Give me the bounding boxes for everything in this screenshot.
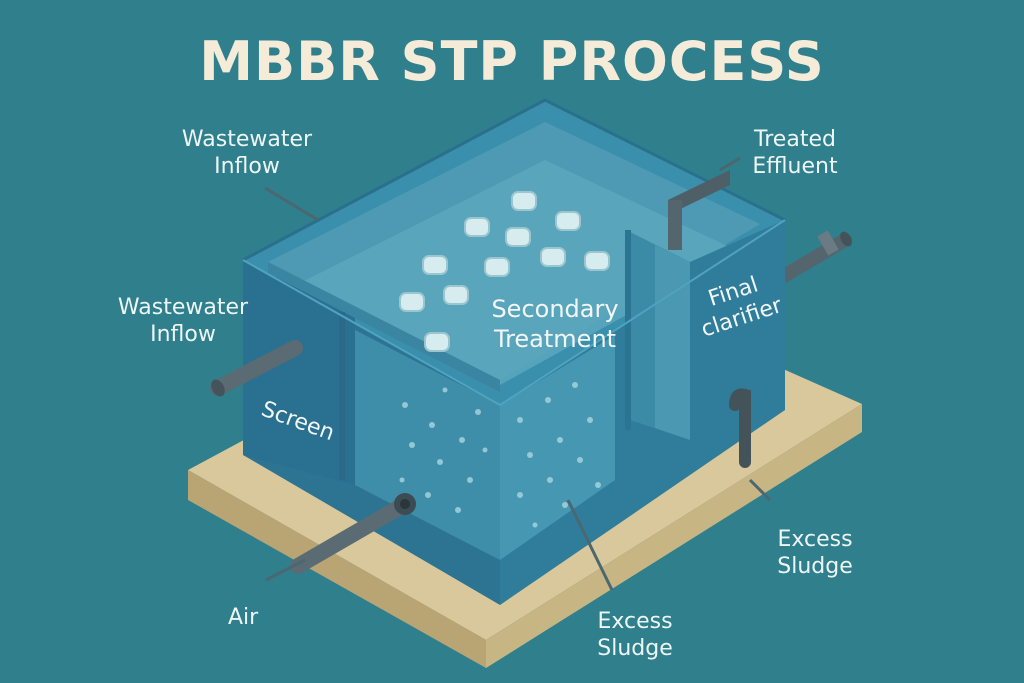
label-line: Treatment [493, 325, 617, 353]
label-line: Inflow [150, 322, 216, 347]
sludge-pipe [729, 388, 751, 468]
label-excess-sludge-bottom: Excess Sludge [580, 608, 690, 662]
media-carrier-icon [584, 251, 610, 271]
media-carriers [399, 191, 610, 352]
media-carrier-icon [511, 191, 537, 211]
label-line: Excess [597, 609, 673, 634]
label-secondary-treatment: Secondary Treatment [470, 294, 640, 354]
media-carrier-icon [484, 257, 510, 277]
media-carrier-icon [505, 227, 531, 247]
media-carrier-icon [424, 332, 450, 352]
label-line: Inflow [214, 154, 280, 179]
label-line: Wastewater [117, 295, 249, 320]
label-line: Sludge [777, 554, 853, 579]
label-line: Excess [777, 527, 853, 552]
label-line: Treated [754, 127, 836, 152]
air-pipe [290, 493, 416, 574]
media-carrier-icon [555, 211, 581, 231]
label-wastewater-inflow-left: Wastewater Inflow [108, 294, 258, 348]
media-carrier-icon [443, 285, 469, 305]
label-air: Air [228, 605, 259, 630]
diagram-title: MBBR STP PROCESS [199, 30, 825, 93]
label-line: Secondary [491, 295, 619, 323]
effluent-pipe [668, 170, 730, 250]
label-wastewater-inflow-top: Wastewater Inflow [172, 126, 322, 180]
leader-lines [264, 156, 772, 591]
label-line: Wastewater [181, 127, 313, 152]
label-treated-effluent: Treated Effluent [735, 126, 855, 180]
inflow-pipe [210, 340, 303, 397]
label-excess-sludge-right: Excess Sludge [760, 526, 870, 580]
media-carrier-icon [422, 255, 448, 275]
media-carrier-icon [540, 247, 566, 267]
label-line: Sludge [597, 636, 673, 661]
label-line: Effluent [752, 154, 838, 179]
media-carrier-icon [464, 217, 490, 237]
air-bubbles [399, 382, 601, 528]
media-carrier-icon [399, 292, 425, 312]
